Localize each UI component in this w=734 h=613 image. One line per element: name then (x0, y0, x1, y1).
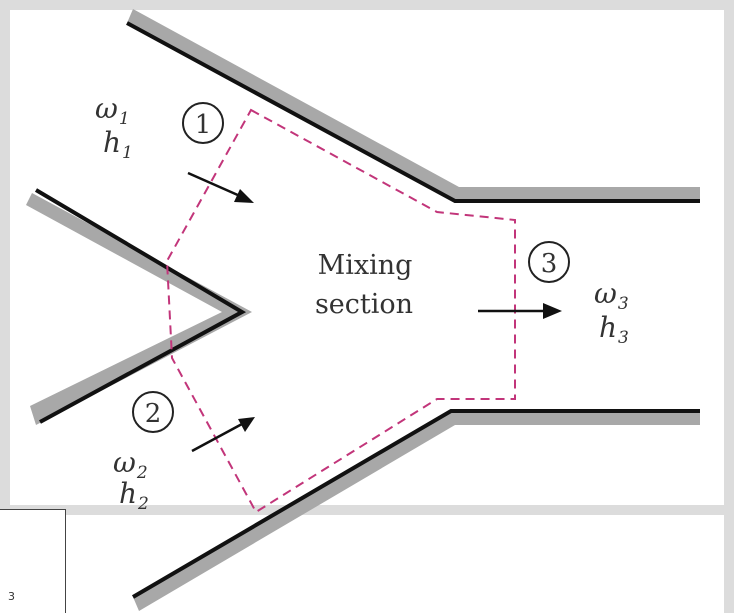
omega-1-label: ω1 (95, 92, 130, 129)
splitter-wall (26, 188, 252, 425)
overlay-panel: 3 (0, 509, 66, 613)
control-volume-boundary (165, 108, 516, 514)
h-2-label: h2 (119, 477, 149, 514)
state-number-1: 1 (195, 110, 212, 140)
flow-arrow-3 (478, 303, 562, 319)
frame-right-edge (724, 0, 734, 613)
state-number-3: 3 (541, 249, 558, 279)
lower-wall (131, 409, 700, 611)
state-marker-1: 1 (182, 102, 224, 144)
mixing-section-label-line1: Mixing (318, 250, 413, 281)
flow-arrow-1 (187, 171, 254, 203)
h-1-label: h1 (103, 126, 133, 163)
omega-3-label: ω3 (594, 277, 629, 314)
state-marker-3: 3 (528, 241, 570, 283)
upper-wall (126, 9, 700, 203)
overlay-text: 3 (8, 590, 15, 603)
mixing-section-label-line2: section (315, 289, 413, 320)
state-number-2: 2 (145, 399, 162, 429)
state-marker-2: 2 (132, 391, 174, 433)
omega-2-label: ω2 (113, 446, 148, 483)
flow-arrow-2 (191, 417, 255, 453)
h-3-label: h3 (599, 311, 629, 348)
